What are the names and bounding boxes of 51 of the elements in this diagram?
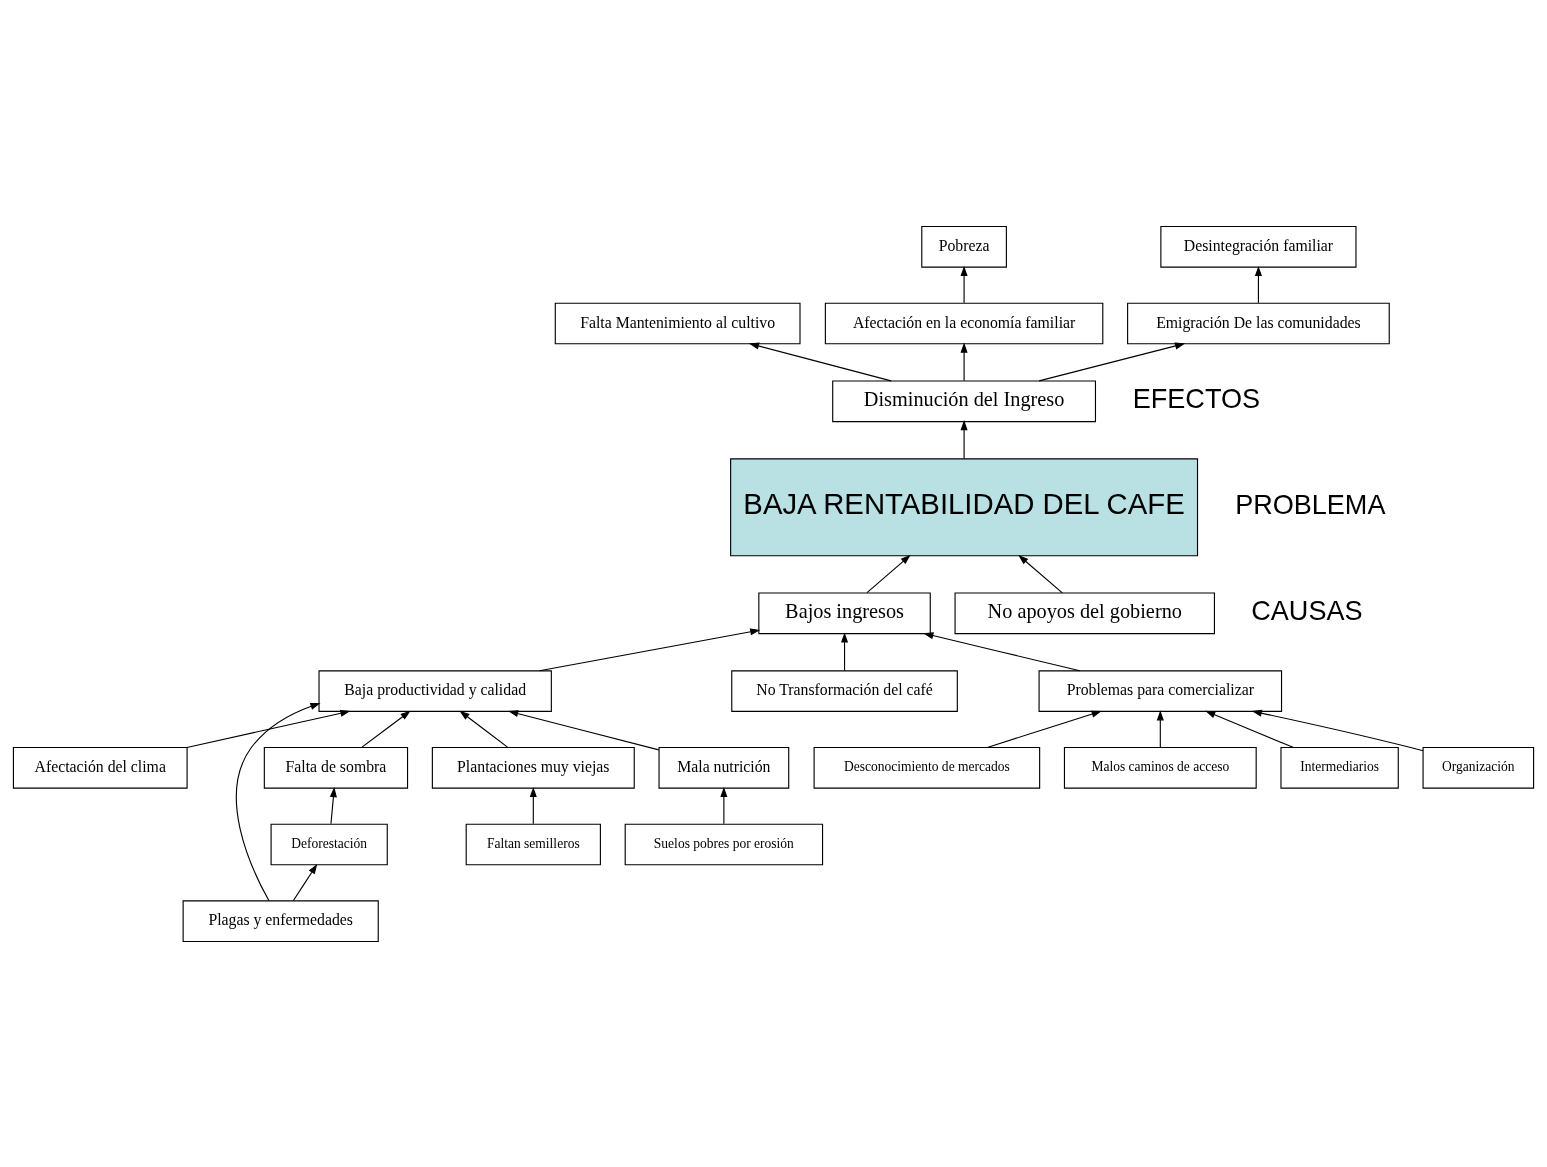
arrow [923,631,1081,671]
label: PROBLEMA [1235,489,1386,520]
arrow [292,863,318,901]
arrow [1156,709,1164,748]
label: CAUSAS [1251,595,1363,626]
node-box: Plantaciones muy viejas [431,746,635,789]
node-box: Disminución del Ingreso [832,379,1097,422]
arrow [186,709,351,748]
arrow [538,627,761,671]
arrow [529,786,537,824]
node-box: Deforestación [270,823,388,865]
node-box: Faltan semilleros [465,823,601,865]
arrow [1251,709,1424,751]
node-box: Pobreza [921,225,1007,268]
node-box: Bajos ingresos [758,591,931,634]
arrow [866,554,911,593]
node-box: Afectación en la economía familiar [824,302,1104,344]
arrow [986,710,1102,748]
node-box: Mala nutrición [658,746,790,789]
node-box: Intermediarios [1280,746,1399,789]
node-box: Plagas y enfermedades [182,899,379,942]
arrow [748,342,892,381]
arrow [459,710,509,748]
arrow [361,710,411,748]
arrow [960,265,968,303]
node-box: Organización [1422,746,1535,789]
node-box: BAJA RENTABILIDAD DEL CAFE [730,457,1199,556]
node-box: Suelos pobres por erosión [624,823,824,865]
arrow [960,419,968,459]
node-box: Falta de sombra [263,746,409,789]
node-box: Malos caminos de acceso [1063,746,1257,789]
node-box: Afectación del clima [12,746,188,789]
arrow [841,631,849,671]
arrow [1205,710,1294,748]
node-box: Emigración De las comunidades [1127,302,1390,344]
node-box: No Transformación del café [731,669,958,712]
node-box: Problemas para comercializar [1038,669,1283,712]
arrow [720,786,728,824]
arrow [1254,265,1262,303]
node-box: Baja productividad y calidad [318,669,552,712]
arrow [329,786,337,824]
label: EFECTOS [1132,383,1261,414]
node-box: No apoyos del gobierno [954,591,1215,634]
node-box: Falta Mantenimiento al cultivo [554,302,801,344]
arrow [1018,554,1063,593]
node-box: Desconocimiento de mercados [813,746,1041,789]
arrow [508,709,660,750]
arrow [235,702,321,901]
arrow [1038,342,1186,381]
node-box: Desintegración familiar [1160,225,1357,268]
arrow [960,342,968,381]
